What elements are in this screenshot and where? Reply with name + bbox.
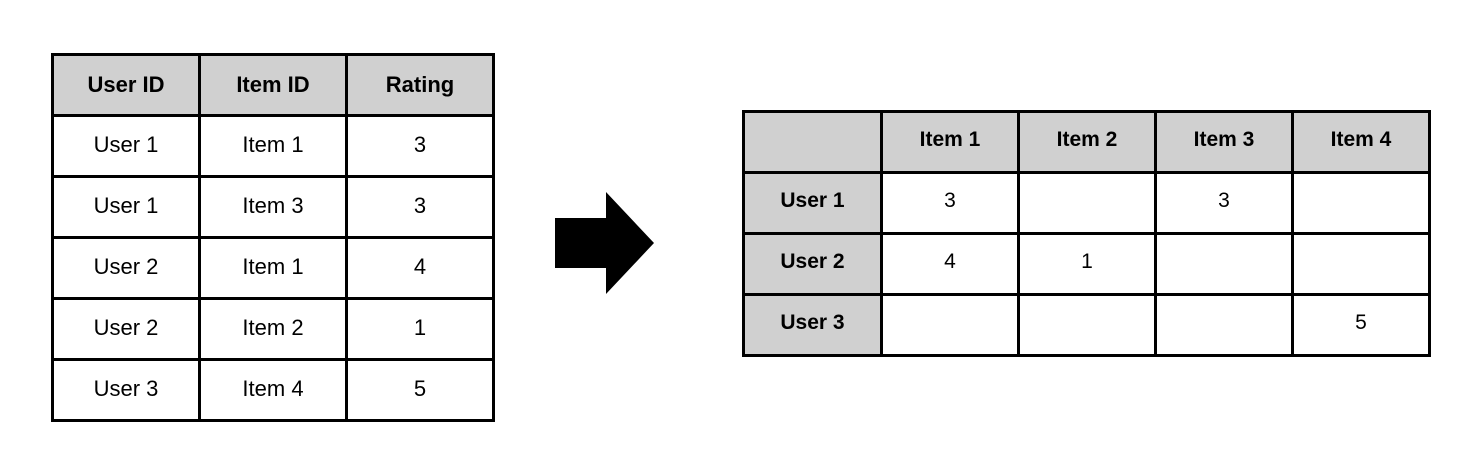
- table-header-row: User ID Item ID Rating: [51, 53, 495, 117]
- right-arrow-icon: [555, 192, 654, 294]
- cell-item-id: Item 1: [198, 114, 348, 178]
- matrix-cell: 3: [880, 171, 1020, 235]
- cell-user-id: User 1: [51, 175, 201, 239]
- rating-triplets-table: User ID Item ID Rating User 1 Item 1 3 U…: [51, 53, 495, 422]
- table-row: User 1 Item 1 3: [51, 114, 495, 178]
- row-header-user-3: User 3: [742, 293, 883, 357]
- matrix-cell: 3: [1154, 171, 1294, 235]
- cell-rating: 3: [345, 114, 495, 178]
- cell-rating: 5: [345, 358, 495, 422]
- matrix-cell: [1154, 293, 1294, 357]
- table-row: User 3 5: [742, 293, 1431, 357]
- table-row: User 2 Item 2 1: [51, 297, 495, 361]
- row-header-user-2: User 2: [742, 232, 883, 296]
- column-header-item-3: Item 3: [1154, 110, 1294, 174]
- matrix-cell: 4: [880, 232, 1020, 296]
- matrix-cell: [1291, 171, 1431, 235]
- user-item-matrix-table: Item 1 Item 2 Item 3 Item 4 User 1 3 3 U…: [742, 110, 1431, 357]
- matrix-cell: 1: [1017, 232, 1157, 296]
- matrix-cell: [880, 293, 1020, 357]
- cell-rating: 3: [345, 175, 495, 239]
- matrix-cell: 5: [1291, 293, 1431, 357]
- cell-user-id: User 2: [51, 236, 201, 300]
- cell-rating: 1: [345, 297, 495, 361]
- cell-user-id: User 1: [51, 114, 201, 178]
- matrix-cell: [1291, 232, 1431, 296]
- matrix-cell: [1017, 293, 1157, 357]
- column-header-item-1: Item 1: [880, 110, 1020, 174]
- column-header-user-id: User ID: [51, 53, 201, 117]
- cell-item-id: Item 3: [198, 175, 348, 239]
- table-row: User 1 3 3: [742, 171, 1431, 235]
- table-row: User 1 Item 3 3: [51, 175, 495, 239]
- table-row: User 2 Item 1 4: [51, 236, 495, 300]
- cell-rating: 4: [345, 236, 495, 300]
- cell-user-id: User 3: [51, 358, 201, 422]
- column-header-item-4: Item 4: [1291, 110, 1431, 174]
- cell-item-id: Item 2: [198, 297, 348, 361]
- cell-item-id: Item 1: [198, 236, 348, 300]
- table-row: User 2 4 1: [742, 232, 1431, 296]
- column-header-item-2: Item 2: [1017, 110, 1157, 174]
- matrix-corner-cell: [742, 110, 883, 174]
- column-header-item-id: Item ID: [198, 53, 348, 117]
- row-header-user-1: User 1: [742, 171, 883, 235]
- matrix-cell: [1154, 232, 1294, 296]
- cell-item-id: Item 4: [198, 358, 348, 422]
- table-row: User 3 Item 4 5: [51, 358, 495, 422]
- column-header-rating: Rating: [345, 53, 495, 117]
- cell-user-id: User 2: [51, 297, 201, 361]
- table-header-row: Item 1 Item 2 Item 3 Item 4: [742, 110, 1431, 174]
- matrix-cell: [1017, 171, 1157, 235]
